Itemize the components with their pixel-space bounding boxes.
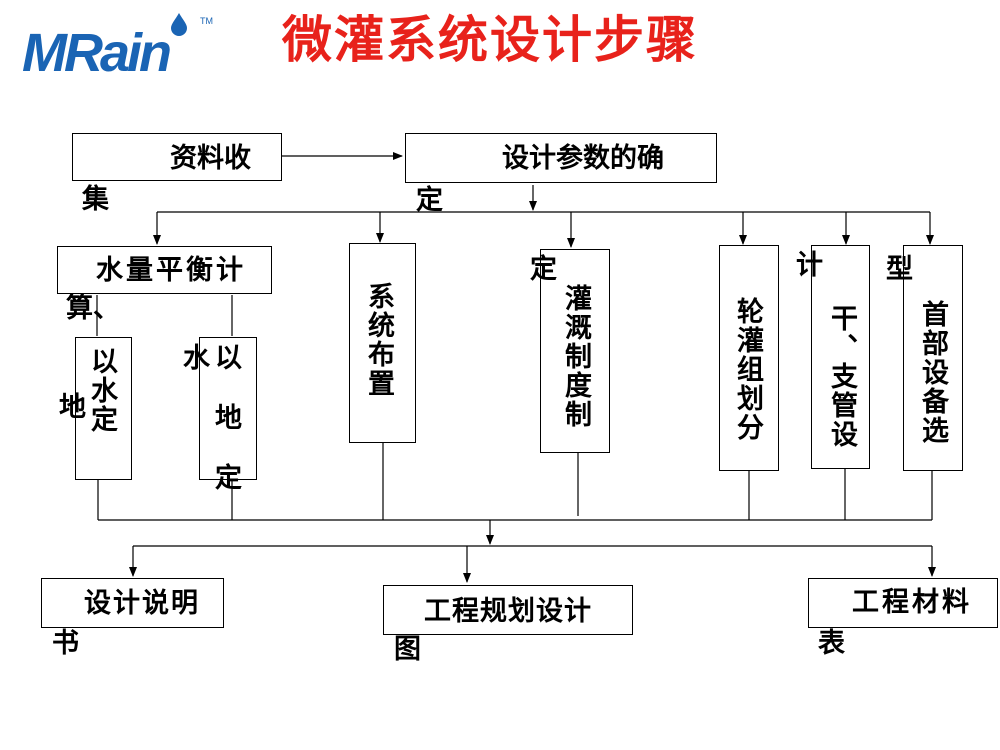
rotation-zones-box xyxy=(719,245,779,471)
water-balance-label-wrap: 算、 xyxy=(66,293,120,324)
data-collection-label: 资料收 xyxy=(170,143,251,174)
data-collection-label-wrap: 集 xyxy=(82,184,109,215)
param-determination-label: 设计参数的确 xyxy=(502,143,664,174)
water-balance-label: 水量平衡计 xyxy=(96,255,246,286)
irrigation-schedule-box xyxy=(540,249,610,453)
design-spec-label-wrap: 书 xyxy=(52,628,79,659)
param-determination-label-wrap: 定 xyxy=(416,185,443,216)
design-spec-label: 设计说明 xyxy=(84,588,200,619)
param-determination-box xyxy=(405,133,717,183)
trademark-mark: TM xyxy=(200,16,213,26)
material-list-box xyxy=(808,578,998,628)
pipe-design-label: 干、支管设 xyxy=(826,304,857,449)
plan-drawing-label-wrap: 图 xyxy=(394,634,421,665)
water-to-land-box xyxy=(75,337,132,480)
rotation-zones-label: 轮灌组划分 xyxy=(732,297,763,442)
plan-drawing-label: 工程规划设计 xyxy=(424,596,592,627)
design-spec-box xyxy=(41,578,224,628)
mrain-logo: MRain TM xyxy=(22,12,222,82)
irrigation-schedule-label-wrap: 定 xyxy=(525,254,556,283)
logo-text: MRain xyxy=(22,23,172,83)
page-title: 微灌系统设计步骤 xyxy=(282,10,698,69)
land-to-water-label: 以 地 定 xyxy=(210,343,241,491)
land-to-water-label-wrap: 水 xyxy=(178,343,209,372)
head-equipment-label: 首部设备选 xyxy=(917,300,948,445)
water-drop-icon xyxy=(171,13,187,36)
data-collection-box xyxy=(72,133,282,181)
material-list-label: 工程材料 xyxy=(852,587,972,618)
system-layout-label: 系统布置 xyxy=(363,282,394,398)
irrigation-schedule-label: 灌溉制度制 xyxy=(560,284,591,429)
material-list-label-wrap: 表 xyxy=(818,628,845,659)
land-to-water-box xyxy=(199,337,257,480)
pipe-design-label-wrap: 计 xyxy=(791,250,822,279)
head-equipment-box xyxy=(903,245,963,471)
water-to-land-label: 以水定 xyxy=(86,347,117,434)
head-equipment-label-wrap: 型 xyxy=(881,254,912,283)
pipe-design-box xyxy=(811,245,870,469)
water-to-land-label-wrap: 地 xyxy=(54,392,85,421)
water-balance-box xyxy=(57,246,272,294)
system-layout-box xyxy=(349,243,416,443)
plan-drawing-box xyxy=(383,585,633,635)
